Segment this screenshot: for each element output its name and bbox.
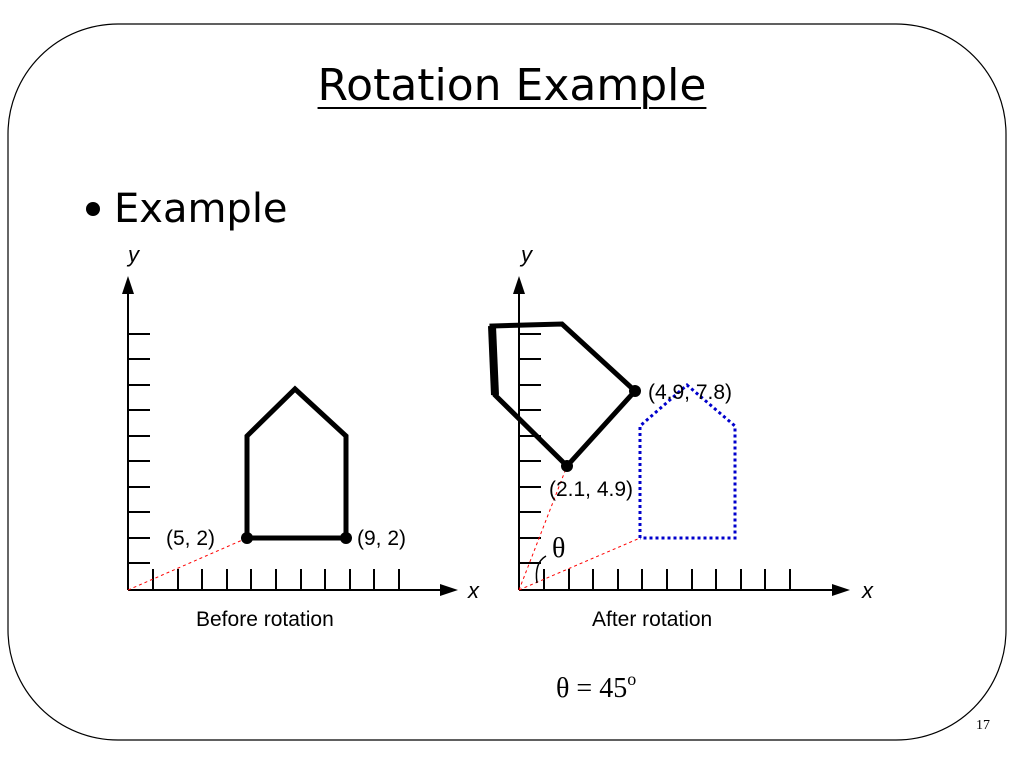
page-number: 17 bbox=[976, 718, 990, 733]
rotated-house-shape bbox=[489, 321, 639, 468]
after-axes bbox=[518, 292, 838, 591]
slide-title: Rotation Example bbox=[317, 60, 707, 111]
formula-lhs: θ = 45 bbox=[556, 673, 627, 704]
before-caption: Before rotation bbox=[196, 608, 334, 631]
before-point-label: (9, 2) bbox=[357, 527, 406, 550]
after-x-axis-label: x bbox=[861, 578, 874, 603]
after-y-axis-label: y bbox=[519, 242, 534, 267]
after-point-marker bbox=[629, 385, 641, 397]
after-caption: After rotation bbox=[592, 608, 712, 631]
formula-degree: o bbox=[627, 669, 636, 689]
angle-arc bbox=[535, 555, 547, 584]
before-y-arrow-icon bbox=[122, 276, 134, 294]
before-y-axis-label: y bbox=[126, 242, 141, 267]
rotated-house-edge bbox=[488, 325, 499, 396]
after-x-arrow-icon bbox=[832, 584, 850, 596]
before-point-label: (5, 2) bbox=[166, 527, 215, 550]
before-guide-line bbox=[127, 537, 248, 591]
angle-symbol: θ bbox=[552, 533, 565, 564]
before-x-arrow-icon bbox=[440, 584, 458, 596]
after-guide-line bbox=[518, 465, 568, 591]
before-axes bbox=[127, 292, 446, 591]
after-point-label: (4.9, 7.8) bbox=[648, 381, 732, 404]
bullet-dot-icon bbox=[86, 202, 100, 216]
after-point-label: (2.1, 4.9) bbox=[549, 478, 633, 501]
bullet-item: Example bbox=[86, 186, 288, 232]
before-point-marker bbox=[241, 532, 253, 544]
after-guide-line bbox=[518, 537, 641, 591]
original-house-outline bbox=[638, 383, 737, 540]
after-point-marker bbox=[561, 460, 573, 472]
before-house-shape bbox=[244, 385, 349, 541]
before-x-axis-label: x bbox=[467, 578, 480, 603]
before-point-marker bbox=[340, 532, 352, 544]
angle-formula: θ = 45o bbox=[556, 669, 636, 704]
bullet-text: Example bbox=[114, 186, 288, 232]
after-y-arrow-icon bbox=[513, 276, 525, 294]
